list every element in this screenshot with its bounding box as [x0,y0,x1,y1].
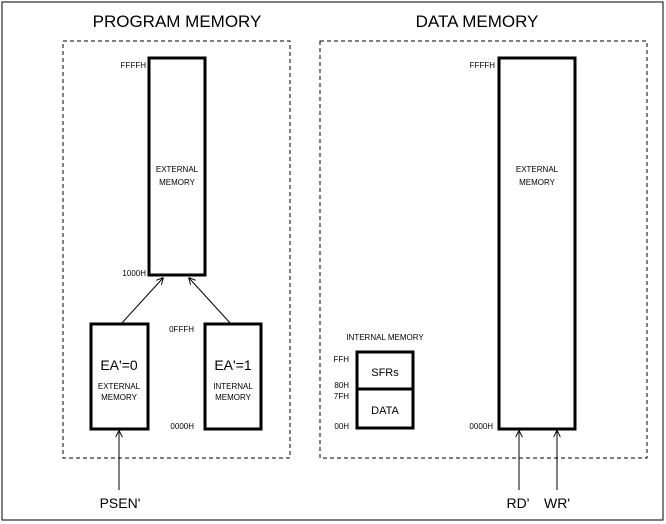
ea1-arrow [189,278,232,325]
ea1-label: EA'=1 [214,357,252,373]
internal-data-label: DATA [371,405,399,417]
internal-memory-title: INTERNAL MEMORY [346,333,424,342]
program-external-memory-block [147,56,207,277]
data-addr-ffh: FFH [333,355,349,364]
program-memory-title: PROGRAM MEMORY [93,12,262,31]
data-memory-region [319,40,648,459]
program-addr-0000h: 0000H [170,422,194,431]
data-addr-00h: 00H [334,422,349,431]
data-external-label-1: EXTERNAL [516,165,559,174]
psen-signal-label: PSEN' [100,495,141,511]
ea1-internal-memory-block [203,322,263,431]
data-external-label-2: MEMORY [519,178,556,187]
data-memory-title: DATA MEMORY [416,12,539,31]
ea1-text-2: MEMORY [215,393,252,402]
data-addr-80h: 80H [334,381,349,390]
ea0-external-memory-block [89,322,150,431]
ea0-text-1: EXTERNAL [98,382,141,391]
program-external-label-2: MEMORY [159,178,196,187]
ea0-arrow [120,278,163,325]
data-addr-0000h: 0000H [469,422,493,431]
program-addr-ffffh: FFFFH [121,61,147,70]
data-addr-7fh: 7FH [334,392,349,401]
data-addr-ffffh: FFFFH [470,61,496,70]
data-external-memory-block [497,56,577,431]
wr-signal-label: WR' [544,495,570,511]
program-memory-region [62,40,291,459]
program-addr-0fffh: 0FFFH [169,325,194,334]
ea1-text-1: INTERNAL [213,382,253,391]
program-external-label-1: EXTERNAL [156,165,199,174]
ea0-text-2: MEMORY [101,393,138,402]
ea0-label: EA'=0 [100,357,138,373]
program-addr-1000h: 1000H [122,269,146,278]
sfr-label: SFRs [371,367,399,379]
rd-signal-label: RD' [507,495,530,511]
